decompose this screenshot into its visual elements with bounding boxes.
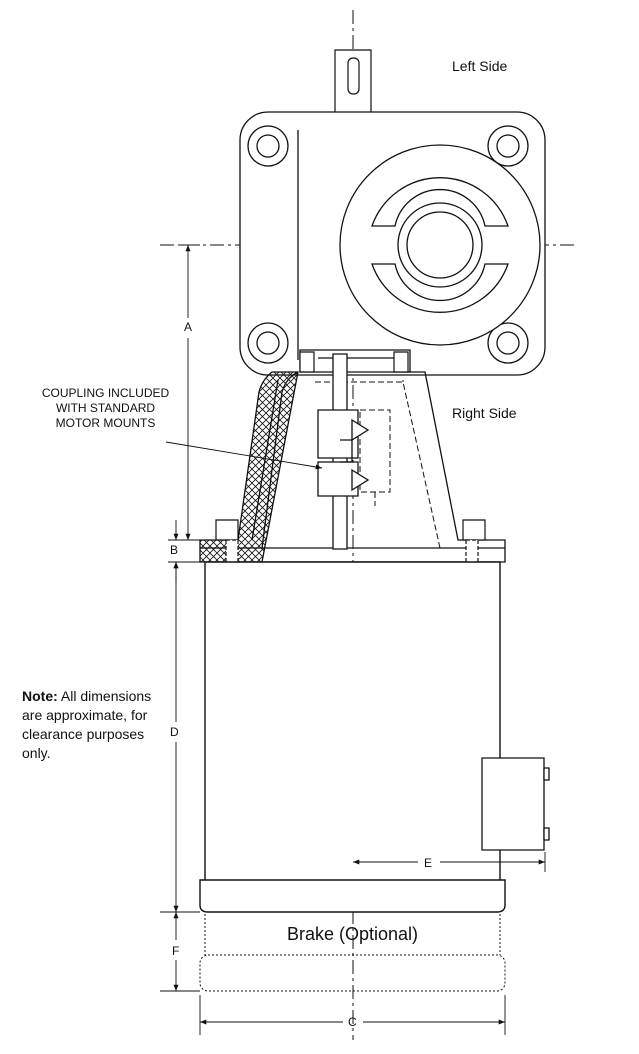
note-heading: Note: [22, 688, 58, 704]
coupling [318, 354, 368, 549]
coupling-callout-line2: WITH STANDARD [55, 401, 156, 415]
brake-optional-label: Brake (Optional) [287, 924, 419, 944]
optional-brake-outline [200, 914, 505, 991]
conduit-box [482, 758, 549, 850]
dimension-b-label: B [170, 543, 179, 557]
worm-gear-hub [340, 145, 540, 345]
left-side-label: Left Side [452, 58, 508, 74]
dimension-e-label: E [424, 856, 433, 870]
coupling-callout: COUPLING INCLUDED WITH STANDARD MOTOR MO… [18, 386, 193, 431]
dimension-f-label: F [172, 944, 180, 958]
clearance-note: Note: All dimensions are approximate, fo… [22, 687, 172, 763]
right-side-label: Right Side [452, 405, 517, 421]
note-text: All dimensions are approximate, for clea… [22, 688, 152, 761]
mounting-bolts [216, 352, 485, 566]
dimension-lines [160, 245, 545, 1035]
dimension-c-label: C [348, 1015, 357, 1029]
motor-body [200, 562, 505, 912]
coupling-callout-line1: COUPLING INCLUDED [41, 386, 170, 400]
dimension-d-label: D [170, 725, 179, 739]
dimension-a-label: A [184, 320, 193, 334]
coupling-callout-line3: MOTOR MOUNTS [55, 416, 156, 430]
